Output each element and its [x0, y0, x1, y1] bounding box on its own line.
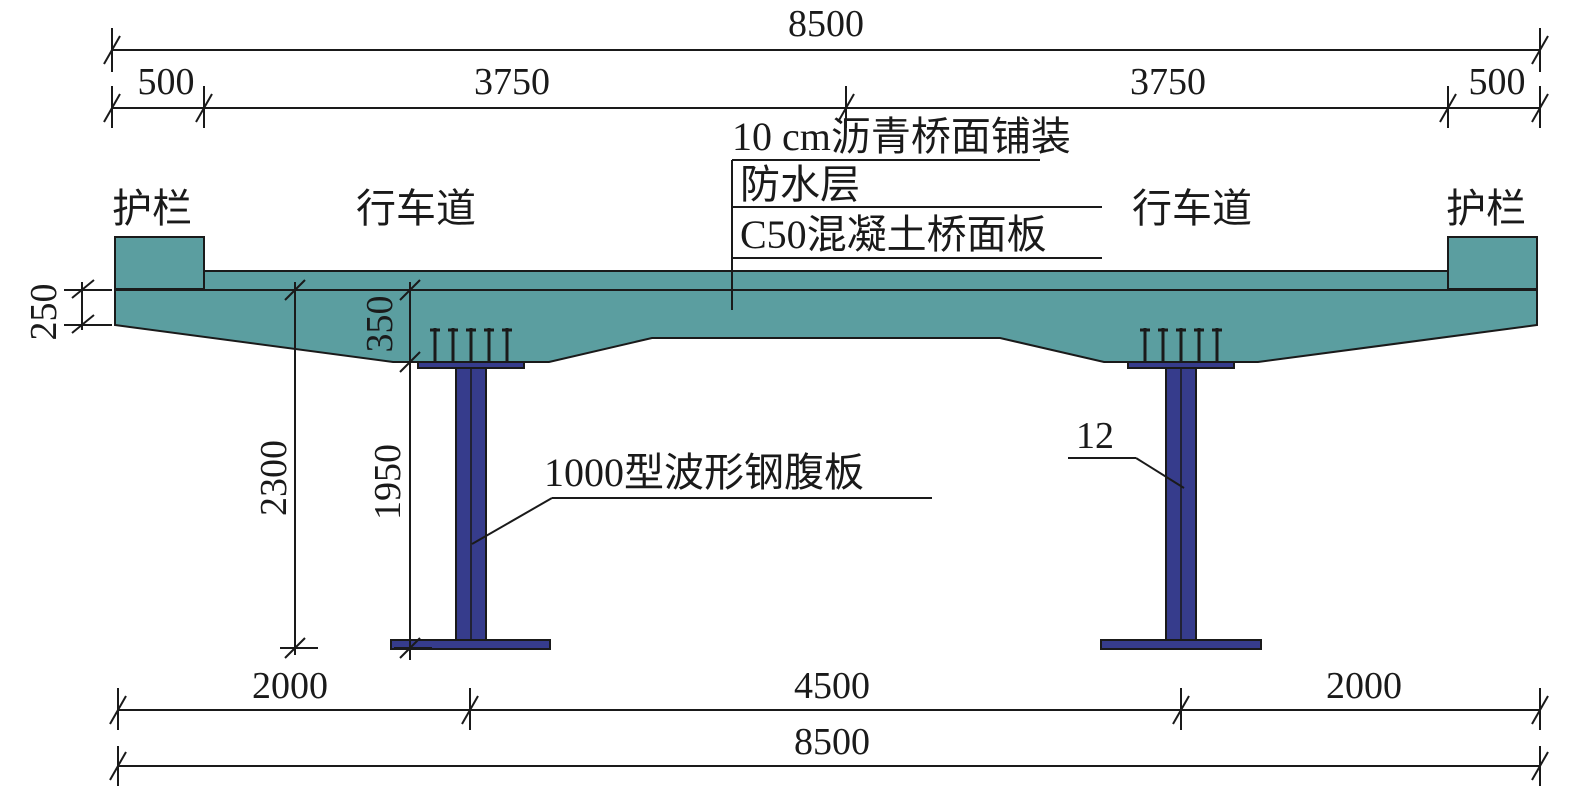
dim-total-height-label: 2300	[253, 440, 295, 516]
deck-slab-body	[114, 289, 1538, 363]
right-shear-studs	[1140, 328, 1222, 362]
dim-top-left-guardrail-label: 500	[138, 61, 195, 103]
web-thickness-leader	[1068, 457, 1185, 489]
dim-bottom-left-label: 2000	[252, 665, 328, 707]
right-bottom-flange	[1100, 639, 1262, 650]
left-shear-studs	[430, 328, 512, 362]
layer-callout-leaders	[731, 159, 1102, 310]
dim-total-height	[280, 279, 318, 659]
lane-left-label: 行车道	[356, 186, 476, 231]
web-callout-leader	[471, 497, 932, 545]
guardrail-left-label: 护栏	[112, 186, 192, 231]
dim-deck-thickness-label: 250	[23, 284, 65, 341]
dim-web-height-label: 1950	[367, 444, 409, 520]
dim-bottom-middle-label: 4500	[794, 665, 870, 707]
dim-bottom-total-label: 8500	[794, 721, 870, 763]
dim-top-right-lane-label: 3750	[1130, 61, 1206, 103]
layer-slab-label: C50混凝土桥面板	[740, 212, 1047, 257]
bottom-dimension-segments	[109, 688, 1549, 730]
dim-web-height	[394, 279, 432, 660]
dim-bottom-right-label: 2000	[1326, 665, 1402, 707]
top-dimension-segments	[103, 86, 1549, 128]
left-bottom-flange	[390, 639, 551, 650]
corrugated-web-label: 1000型波形钢腹板	[544, 450, 864, 495]
right-steel-girder	[1100, 328, 1262, 650]
dim-top-right-guardrail-label: 500	[1469, 61, 1526, 103]
top-dimension-total	[103, 28, 1549, 72]
dim-deck-thickness	[64, 279, 112, 334]
bottom-dimension-total	[109, 746, 1549, 786]
dim-top-total-label: 8500	[788, 3, 864, 45]
layer-waterproof-label: 防水层	[740, 162, 860, 207]
layer-asphalt-label: 10 cm沥青桥面铺装	[732, 114, 1071, 159]
asphalt-paving-layer	[203, 270, 1449, 291]
guardrail-left-block	[114, 236, 205, 290]
web-thickness-label: 12	[1076, 415, 1114, 457]
lane-right-label: 行车道	[1132, 186, 1252, 231]
guardrail-right-block	[1447, 236, 1538, 290]
left-steel-girder	[390, 328, 551, 650]
dim-haunch-depth-label: 350	[359, 296, 401, 353]
guardrail-right-label: 护栏	[1446, 186, 1526, 231]
dim-top-left-lane-label: 3750	[474, 61, 550, 103]
